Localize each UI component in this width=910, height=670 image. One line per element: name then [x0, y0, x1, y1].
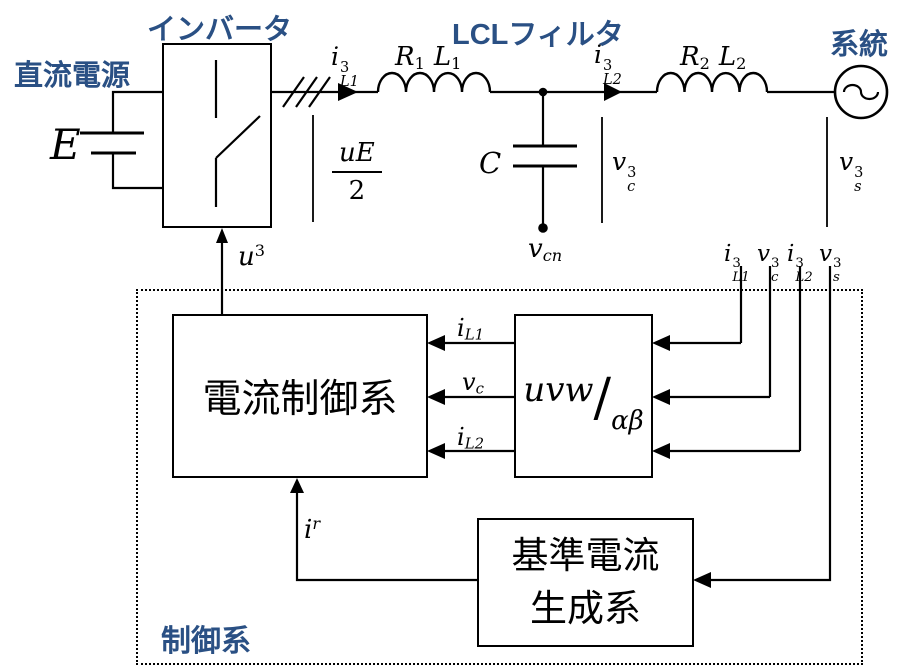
- vc-signal-label: vc: [462, 368, 484, 398]
- vcn-node-dot: [538, 223, 548, 233]
- ac-sine-icon: [842, 83, 880, 101]
- inductor1-coil-icon: [376, 71, 492, 93]
- vc-measured-line: [670, 266, 772, 399]
- inverter-box: [162, 43, 272, 228]
- u3-label: u3: [238, 241, 265, 272]
- iL2-signal-arrowhead: [427, 443, 445, 459]
- iL2-measured-arrowhead: [652, 443, 670, 459]
- reference-current-generator-box: 基準電流 生成系: [477, 518, 694, 647]
- vs-measured-arrowhead: [693, 572, 711, 588]
- inverter-label: インバータ: [147, 14, 293, 46]
- reference-generator-label: 基準電流 生成系: [511, 533, 660, 630]
- dc-source-wires: [111, 90, 162, 190]
- transform-label: uvw/αβ: [523, 368, 644, 436]
- ir-arrowhead: [290, 478, 304, 493]
- control-system-label: 制御系: [161, 625, 251, 658]
- vcn-label: vcn: [528, 234, 563, 266]
- ir-signal-line: [295, 492, 477, 582]
- iL1-measured-arrowhead: [652, 335, 670, 351]
- uE-over-2-label: uE 2: [332, 138, 382, 206]
- three-phase-slashes-icon: [282, 76, 331, 108]
- C-label: C: [479, 146, 502, 180]
- current-controller-box: 電流制御系: [172, 314, 428, 478]
- lcl-filter-label: LCLフィルタ: [452, 19, 624, 51]
- vc-signal-arrowhead: [427, 389, 445, 405]
- current-controller-label: 電流制御系: [202, 377, 398, 422]
- vs-measured-line: [711, 266, 832, 582]
- iL2-signal-label: iL2: [457, 423, 485, 453]
- iL2-current-arrowhead: [604, 83, 622, 101]
- control-system-dashed-boundary: [136, 289, 863, 665]
- iL1-current-arrowhead: [338, 83, 358, 101]
- E-label: E: [50, 120, 81, 169]
- inverter-switch-icon: [214, 60, 261, 207]
- u3-arrowhead: [216, 228, 228, 243]
- ir-label: ir: [304, 514, 321, 545]
- iL2-measured-line: [670, 266, 802, 453]
- iL1-signal-arrowhead: [427, 335, 445, 351]
- iL1-signal-label: iL1: [457, 314, 485, 344]
- node-dot: [538, 87, 548, 97]
- iL1-measured-line: [670, 266, 743, 345]
- grid-label: 系統: [830, 29, 889, 61]
- uvw-ab-transform-box: uvw/αβ: [514, 314, 653, 478]
- inductor2-coil-icon: [655, 71, 769, 93]
- vc-measured-arrowhead: [652, 389, 670, 405]
- dc-source-label: 直流電源: [14, 60, 131, 92]
